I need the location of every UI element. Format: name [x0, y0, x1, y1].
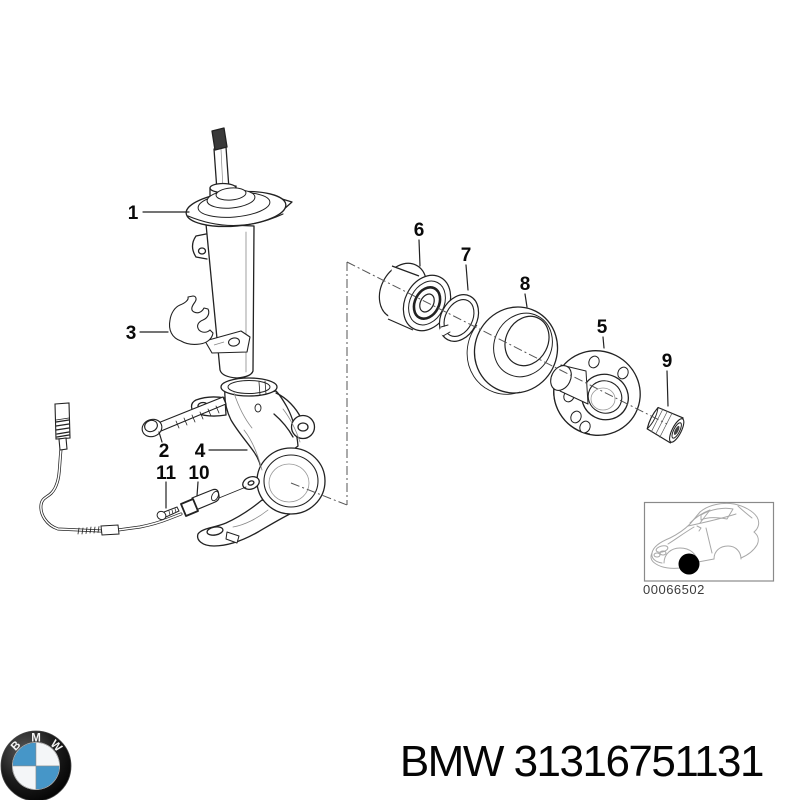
guide-bolt — [141, 396, 227, 438]
logo-letter-m: M — [31, 733, 41, 745]
roundel-quadrant-blue-tl — [12, 742, 37, 767]
callout-7: 7 — [461, 245, 472, 291]
callout-label-9: 9 — [662, 351, 673, 372]
callout-3: 3 — [126, 323, 169, 344]
callout-label-10: 10 — [188, 463, 209, 484]
callout-8: 8 — [520, 274, 531, 308]
car-outline — [650, 502, 760, 569]
roundel-quadrant-white-tr — [35, 742, 60, 767]
callout-1: 1 — [128, 203, 190, 224]
sensor-bolt — [156, 506, 180, 521]
callout-label-7: 7 — [461, 245, 472, 266]
wheel-hub — [550, 350, 641, 436]
cable-clip-bracket — [168, 295, 251, 354]
thumbnail-code: 00066502 — [643, 582, 705, 597]
callout-label-5: 5 — [597, 317, 608, 338]
callout-11: 11 — [156, 463, 177, 509]
cable-connector — [54, 402, 71, 451]
abs-speed-sensor — [180, 486, 247, 517]
callout-4: 4 — [195, 441, 248, 462]
exploded-parts-diagram: 1 3 2 4 11 10 — [39, 127, 775, 597]
callout-6: 6 — [414, 220, 425, 267]
abs-sensor-cable — [39, 402, 183, 536]
callout-label-1: 1 — [128, 203, 139, 224]
callouts: 1 3 2 4 11 10 — [126, 203, 673, 509]
part-number-text: BMW 31316751131 — [399, 737, 765, 786]
location-thumbnail: 00066502 — [643, 501, 775, 597]
callout-10: 10 — [188, 463, 210, 497]
callout-label-6: 6 — [414, 220, 425, 241]
axis-centerline — [290, 261, 668, 506]
collar-nut — [646, 406, 685, 444]
roundel-quadrant-blue-br — [35, 765, 60, 790]
location-marker-dot — [678, 553, 700, 575]
bmw-roundel: B M W — [0, 730, 72, 800]
callout-label-2: 2 — [159, 441, 170, 462]
roundel-quadrant-white-bl — [12, 765, 37, 790]
snap-ring — [438, 294, 480, 342]
steering-knuckle — [190, 377, 326, 547]
callout-9: 9 — [662, 351, 673, 407]
callout-5: 5 — [597, 317, 608, 349]
footer: B M W BMW 31316751131 — [0, 726, 800, 800]
callout-2: 2 — [158, 431, 170, 462]
bmw-logo: B M W — [0, 730, 72, 800]
callout-label-3: 3 — [126, 323, 137, 344]
callout-label-8: 8 — [520, 274, 531, 295]
callout-label-4: 4 — [195, 441, 206, 462]
dust-shield — [466, 306, 559, 395]
callout-label-11: 11 — [156, 463, 177, 484]
